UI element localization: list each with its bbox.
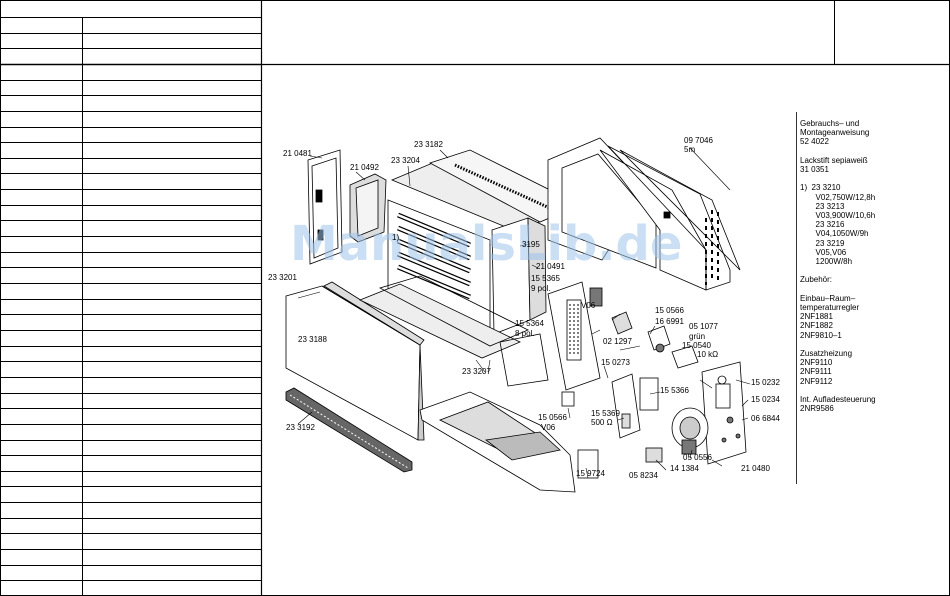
note-line: 23 3216: [800, 220, 845, 230]
note-line: V04,1050W/9h: [800, 229, 869, 239]
part-label: 15 0234: [751, 395, 780, 404]
part-label: 15 5369: [591, 409, 620, 418]
part-label: 21 0480: [741, 464, 770, 473]
part-label: 3195: [522, 240, 540, 249]
note-line: 2NF9810–1: [800, 330, 842, 340]
note-line: 1200W/8h: [800, 257, 853, 267]
part-label: 14 1384: [670, 464, 699, 473]
note-line: [800, 340, 948, 349]
parts-artwork: [285, 137, 751, 493]
part-label: 23 3182: [414, 140, 443, 149]
part-label: 16 6991: [655, 317, 684, 326]
note-line: 2NF1882: [800, 321, 833, 331]
part-label: 15 0273: [601, 358, 630, 367]
note-line: temperaturregler: [800, 303, 860, 312]
part-label: 15 0232: [751, 378, 780, 387]
part-label: 23 3201: [268, 273, 297, 282]
part-label: 15 0566: [655, 306, 684, 315]
note-line: Gebrauchs– und: [800, 119, 860, 128]
part-label: 06 6844: [751, 414, 780, 423]
note-line: 2NF9111: [800, 367, 832, 377]
part-label: grün: [689, 332, 705, 341]
note-line: Einbau–Raum–: [800, 293, 856, 303]
part-label: 21 0481: [283, 149, 312, 158]
part-label: 21 0492: [350, 163, 379, 172]
note-line: Zubehör:: [800, 275, 833, 285]
note-line: 2NF1881: [800, 312, 833, 322]
note-line: Montageanweisung: [800, 128, 870, 138]
part-label: 8 pol.: [515, 329, 535, 338]
part-label: 15 0540: [682, 341, 711, 350]
watermark: ManualsLib.de: [290, 216, 682, 272]
note-line: V02,750W/12,8h: [800, 192, 876, 202]
part-labels: 21 0481 21 0492 23 3204 23 3182 09 7046 …: [268, 136, 780, 480]
part-label: 21 0491: [536, 262, 565, 271]
part-label: 15 9724: [576, 469, 605, 478]
part-label: 23 3207: [462, 367, 491, 376]
parts-list-table: [0, 17, 261, 596]
part-label: 15 5365: [531, 274, 560, 283]
part-label: 23 3188: [298, 335, 327, 344]
part-label: 500 Ω: [591, 418, 613, 427]
note-line: Lackstift sepiaweiß: [800, 155, 868, 165]
note-line: V03,900W/10,6h: [800, 211, 876, 220]
note-line: 52 4022: [800, 137, 829, 147]
part-label: 5m: [684, 145, 695, 154]
note-line: 1) 23 3210: [800, 183, 841, 193]
note-line: [800, 266, 948, 275]
part-label: 09 7046: [684, 136, 713, 145]
note-line: Zusatzheizung: [800, 349, 853, 358]
note-line: [800, 147, 948, 156]
part-label: 05 1077: [689, 322, 718, 331]
part-label: V06: [581, 301, 596, 310]
part-label: 15 0566: [538, 413, 567, 422]
part-label: 02 1297: [603, 337, 632, 346]
note-line: Int. Aufladesteuerung: [800, 395, 876, 404]
note-line: 23 3213: [800, 201, 845, 211]
note-line: 2NR9586: [800, 404, 834, 414]
note-line: 31 0351: [800, 165, 829, 174]
part-label: V06: [541, 423, 556, 432]
note-line: [800, 285, 948, 294]
part-label: 23 3192: [286, 423, 315, 432]
part-label: 9 pol.: [531, 284, 551, 293]
part-label: 10 kΩ: [697, 350, 718, 359]
part-label: 05 8234: [629, 471, 658, 480]
note-line: V05,V06: [800, 247, 847, 257]
note-line: [800, 386, 948, 395]
note-line: 2NF9112: [800, 376, 833, 386]
note-line: 23 3219: [800, 238, 845, 248]
part-label: 1): [392, 233, 399, 242]
part-label: 05 0556: [683, 453, 712, 462]
note-line: [800, 174, 948, 183]
part-label: 23 3204: [391, 156, 420, 165]
part-label: 15 5366: [660, 386, 689, 395]
part-label: 15 5364: [515, 319, 544, 328]
note-line: 2NF9110: [800, 358, 833, 368]
